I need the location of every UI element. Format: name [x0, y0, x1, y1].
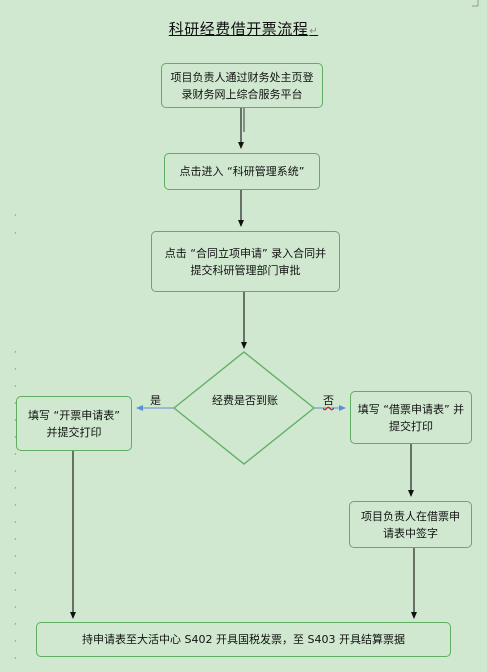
step-sign-text: 项目负责人在借票申请表中签字 — [361, 509, 460, 540]
margin-mark-icon: , — [14, 600, 17, 609]
margin-mark-icon: , — [14, 464, 17, 473]
step-loan-form-text: 填写 “借票申请表” 并提交打印 — [357, 402, 465, 433]
margin-mark-icon: , — [14, 447, 17, 456]
step-loan-form-box: 填写 “借票申请表” 并提交打印 — [350, 391, 472, 444]
step-sign-box: 项目负责人在借票申请表中签字 — [349, 501, 472, 548]
margin-mark-icon: , — [14, 481, 17, 490]
margin-mark-icon: , — [14, 583, 17, 592]
step-invoice-form-text: 填写 “开票申请表” 并提交打印 — [28, 408, 120, 439]
margin-mark-icon: , — [14, 634, 17, 643]
no-label: 否 — [323, 394, 334, 407]
margin-mark-icon: , — [14, 498, 17, 507]
yes-label: 是 — [150, 394, 161, 407]
decision-diamond — [172, 351, 316, 465]
margin-mark-icon: , — [14, 396, 17, 405]
margin-mark-icon: , — [14, 362, 17, 371]
step-final-text: 持申请表至大活中心 S402 开具国税发票，至 S403 开具结算票据 — [82, 633, 405, 646]
margin-mark-icon: , — [14, 617, 17, 626]
margin-mark-icon: , — [14, 515, 17, 524]
step-enter-system-box: 点击进入 “科研管理系统” — [164, 153, 320, 190]
margin-mark-icon: , — [14, 651, 17, 660]
decision-text: 经费是否到账 — [212, 394, 278, 407]
step-enter-system-text: 点击进入 “科研管理系统” — [179, 165, 305, 178]
step-login-text: 项目负责人通过财务处主页登录财务网上综合服务平台 — [170, 70, 314, 101]
margin-mark-icon: , — [14, 379, 17, 388]
margin-mark-icon: , — [14, 549, 17, 558]
margin-mark-icon: , — [14, 566, 17, 575]
margin-mark-icon: , — [14, 208, 17, 217]
step-login-box: 项目负责人通过财务处主页登录财务网上综合服务平台 — [161, 63, 323, 108]
step-contract-box: 点击 “合同立项申请” 录入合同并提交科研管理部门审批 — [151, 231, 340, 292]
margin-mark-icon: , — [14, 226, 17, 235]
paragraph-mark-icon: ↵ — [309, 26, 319, 37]
step-contract-text: 点击 “合同立项申请” 录入合同并提交科研管理部门审批 — [164, 246, 327, 277]
margin-mark-icon: , — [14, 430, 17, 439]
margin-mark-icon: , — [14, 345, 17, 354]
step-final-box: 持申请表至大活中心 S402 开具国税发票，至 S403 开具结算票据 — [36, 622, 451, 657]
page-title: 科研经费借开票流程↵ — [168, 20, 319, 38]
margin-mark-icon: , — [14, 532, 17, 541]
step-invoice-form-box: 填写 “开票申请表” 并提交打印 — [16, 396, 132, 451]
margin-mark-icon: , — [14, 413, 17, 422]
